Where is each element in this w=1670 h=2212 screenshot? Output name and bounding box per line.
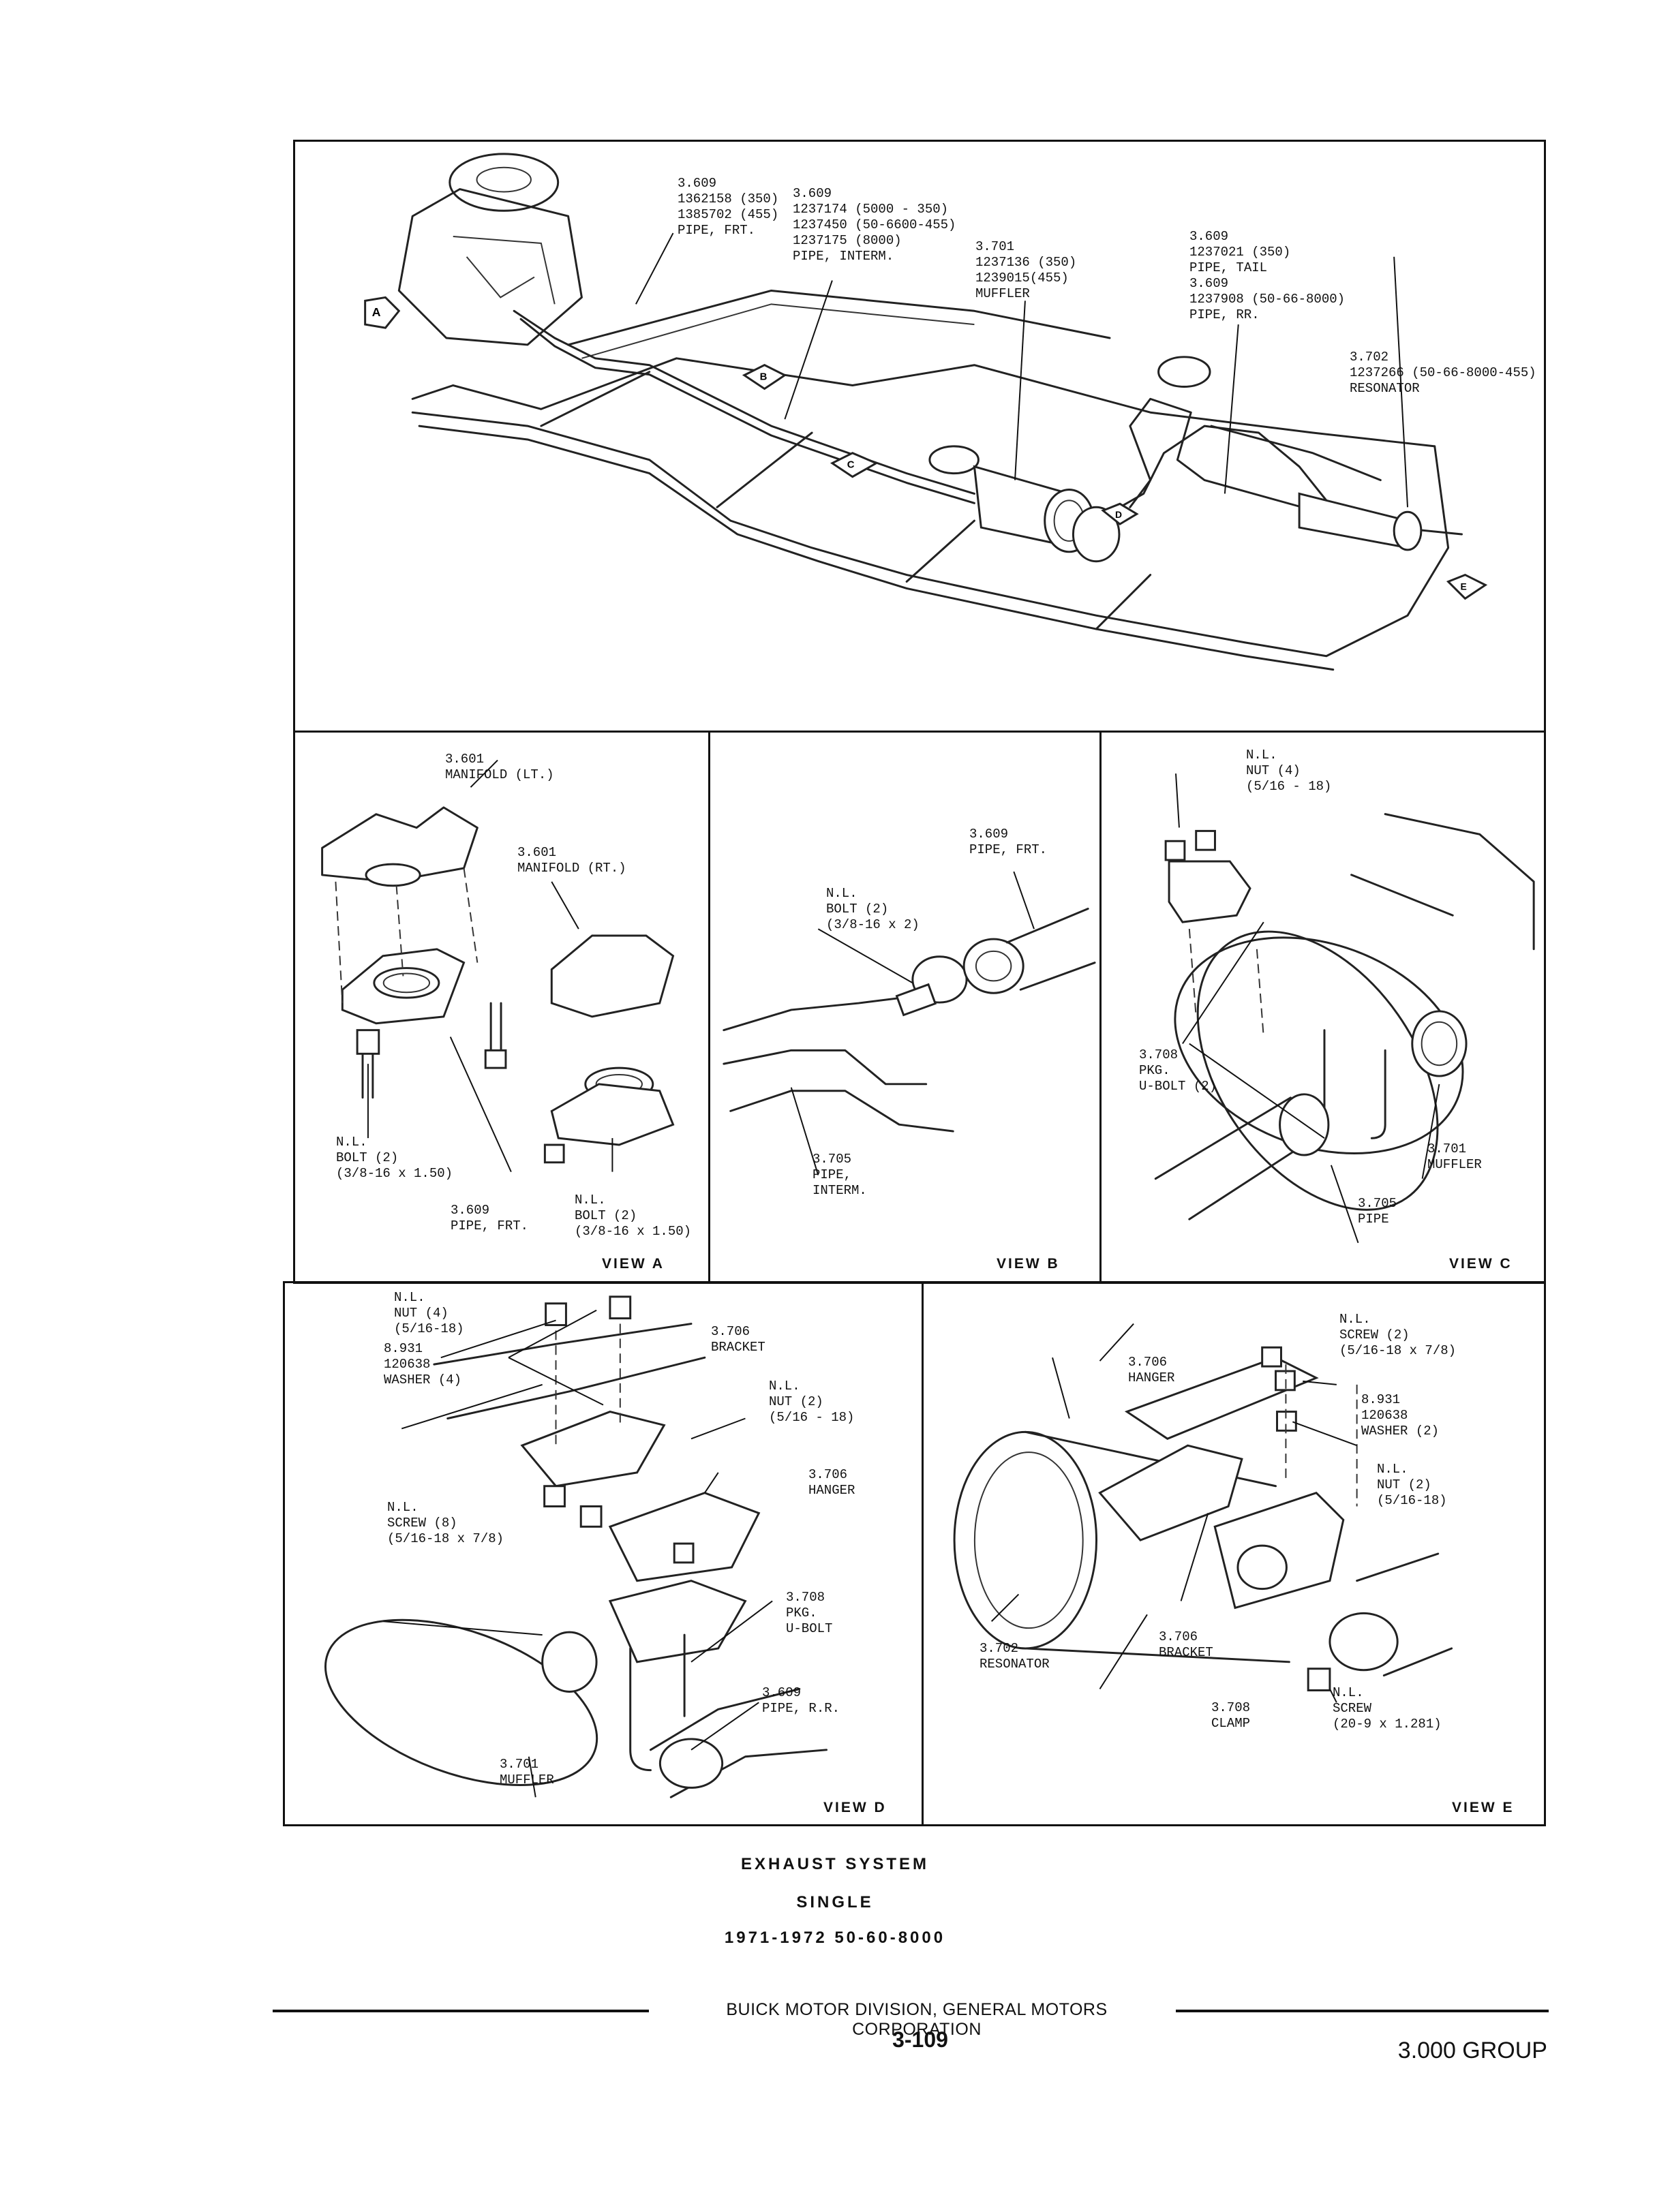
label-screw: N.L. SCREW (8) (5/16-18 x 7/8) xyxy=(387,1500,504,1546)
view-a-panel: 3.601 MANIFOLD (LT.) 3.601 MANIFOLD (RT.… xyxy=(293,731,710,1284)
view-marker-b-icon: B xyxy=(742,364,787,390)
view-a-title: VIEW A xyxy=(602,1256,665,1272)
label-resonator: 3.702 1237266 (50-66-8000-455) RESONATOR xyxy=(1350,350,1536,396)
label-resonator: 3.702 RESONATOR xyxy=(980,1641,1050,1672)
footer-page-number: 3-109 xyxy=(892,2027,948,2052)
view-d-illustration xyxy=(324,1295,828,1798)
label-clamp: 3.708 CLAMP xyxy=(1211,1700,1251,1731)
label-muffler: 3.701 MUFFLER xyxy=(500,1757,554,1787)
chassis-exhaust-illustration: A B C D E xyxy=(364,153,1488,671)
view-e-panel: N.L. SCREW (2) (5/16-18 x 7/8) 3.706 HAN… xyxy=(922,1281,1546,1826)
view-d-title: VIEW D xyxy=(823,1800,887,1815)
label-muffler: 3.701 MUFFLER xyxy=(1427,1141,1482,1172)
view-b-illustration xyxy=(723,871,1096,1176)
view-c-illustration xyxy=(1154,773,1535,1244)
label-pipe-intermediate: 3.705 PIPE, INTERM. xyxy=(813,1152,867,1198)
view-e-title: VIEW E xyxy=(1452,1800,1515,1815)
view-e-illustration xyxy=(953,1323,1453,1703)
label-tail-pipe: 3.609 1237021 (350) PIPE, TAIL 3.609 123… xyxy=(1189,229,1346,322)
label-washer: 8.931 120638 WASHER (2) xyxy=(1361,1392,1440,1439)
label-nut: N.L. NUT (4) (5/16 - 18) xyxy=(1246,748,1332,794)
svg-text:D: D xyxy=(1115,509,1122,520)
label-screw: N.L. SCREW (20-9 x 1.281) xyxy=(1333,1685,1442,1732)
label-muffler: 3.701 1237136 (350) 1239015(455) MUFFLER xyxy=(975,239,1077,301)
label-pipe: 3.705 PIPE xyxy=(1358,1196,1397,1227)
label-u-bolt: 3.708 PKG. U-BOLT xyxy=(786,1590,833,1636)
caption-years-models: 1971-1972 50-60-8000 xyxy=(724,1929,946,1947)
view-c-title: VIEW C xyxy=(1449,1256,1513,1272)
svg-text:B: B xyxy=(760,372,768,383)
footer-group: 3.000 GROUP xyxy=(1397,2038,1547,2063)
view-marker-a-icon: A xyxy=(364,296,401,329)
label-bracket: 3.706 BRACKET xyxy=(711,1324,765,1355)
label-nut-2: N.L. NUT (2) (5/16 - 18) xyxy=(769,1379,855,1425)
label-manifold-left: 3.601 MANIFOLD (LT.) xyxy=(445,752,554,782)
label-bracket: 3.706 BRACKET xyxy=(1159,1629,1213,1660)
view-b-panel: 3.609 PIPE, FRT. N.L. BOLT (2) (3/8-16 x… xyxy=(708,731,1102,1284)
footer-rule-right xyxy=(1176,2010,1549,2012)
label-nut-2: N.L. NUT (2) (5/16-18) xyxy=(1377,1462,1447,1508)
svg-text:A: A xyxy=(372,305,381,319)
view-marker-d-icon: D xyxy=(1101,502,1139,525)
caption-subtitle: SINGLE xyxy=(796,1893,874,1911)
label-washer: 8.931 120638 WASHER (4) xyxy=(384,1341,462,1387)
svg-text:E: E xyxy=(1460,581,1466,592)
label-u-bolt: 3.708 PKG. U-BOLT (2) xyxy=(1139,1047,1217,1094)
footer-company: BUICK MOTOR DIVISION, GENERAL MOTORS COR… xyxy=(726,2000,1108,2039)
label-manifold-right: 3.601 MANIFOLD (RT.) xyxy=(517,845,626,876)
view-b-title: VIEW B xyxy=(997,1256,1060,1272)
view-a-illustration xyxy=(321,759,675,1173)
label-bolt-left: N.L. BOLT (2) (3/8-16 x 1.50) xyxy=(336,1135,453,1181)
svg-text:C: C xyxy=(847,460,855,471)
label-nut-4: N.L. NUT (4) (5/16-18) xyxy=(394,1290,464,1336)
label-front-pipe: 3.609 1362158 (350) 1385702 (455) PIPE, … xyxy=(678,176,779,238)
label-pipe-front: 3.609 PIPE, FRT. xyxy=(451,1203,529,1233)
view-marker-e-icon: E xyxy=(1446,573,1488,600)
label-pipe-front: 3.609 PIPE, FRT. xyxy=(969,827,1048,857)
label-screw-2: N.L. SCREW (2) (5/16-18 x 7/8) xyxy=(1339,1312,1457,1358)
label-pipe-rr: 3.609 PIPE, R.R. xyxy=(762,1685,840,1716)
label-bolt-right: N.L. BOLT (2) (3/8-16 x 1.50) xyxy=(575,1193,692,1239)
caption-title: EXHAUST SYSTEM xyxy=(740,1855,930,1873)
main-diagram-panel: A B C D E 3.609 1362158 (350) 1385702 (4… xyxy=(293,140,1546,733)
label-hanger: 3.706 HANGER xyxy=(808,1467,855,1498)
view-d-panel: N.L. NUT (4) (5/16-18) 8.931 120638 WASH… xyxy=(283,1281,924,1826)
label-bolt: N.L. BOLT (2) (3/8-16 x 2) xyxy=(826,886,920,932)
view-c-panel: N.L. NUT (4) (5/16 - 18) 3.708 PKG. U-BO… xyxy=(1099,731,1546,1284)
label-intermediate-pipe: 3.609 1237174 (5000 - 350) 1237450 (50-6… xyxy=(793,186,956,264)
footer-rule-left xyxy=(273,2010,649,2012)
view-marker-c-icon: C xyxy=(830,452,879,478)
label-hanger: 3.706 HANGER xyxy=(1128,1355,1175,1385)
